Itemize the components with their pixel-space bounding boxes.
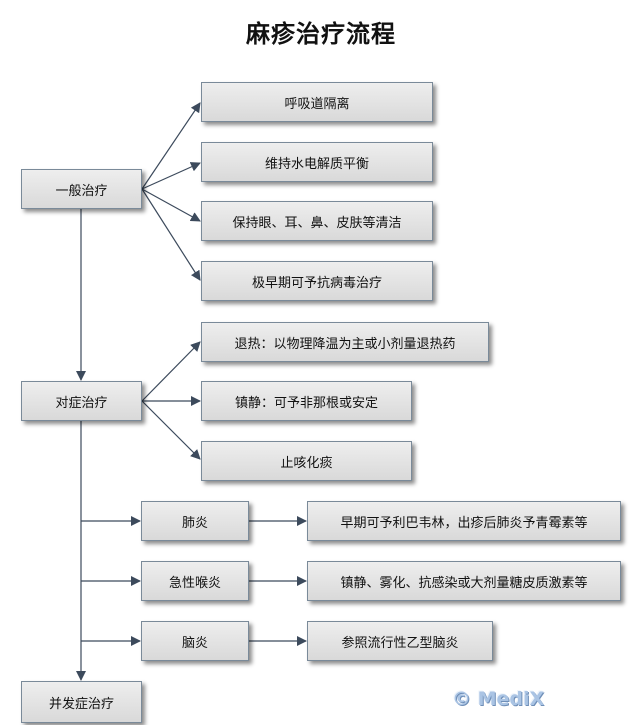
arrow-general-to-antiviral xyxy=(141,188,201,281)
node-hygiene: 保持眼、耳、鼻、皮肤等清洁 xyxy=(201,201,433,241)
arrow-symptomatic-to-antipyretic xyxy=(141,341,201,402)
node-antiviral: 极早期可予抗病毒治疗 xyxy=(201,261,433,301)
node-respiratory-isolation: 呼吸道隔离 xyxy=(201,82,433,122)
medix-watermark: © MediX xyxy=(452,688,545,710)
node-encephalitis: 脑炎 xyxy=(141,621,249,661)
node-general-treatment: 一般治疗 xyxy=(21,169,142,209)
arrow-general-to-hygiene xyxy=(141,188,201,222)
node-symptomatic-treatment: 对症治疗 xyxy=(21,381,142,421)
node-pneumonia-treatment: 早期可予利巴韦林，出疹后肺炎予青霉素等 xyxy=(307,501,621,541)
diagram-title: 麻疹治疗流程 xyxy=(246,19,396,48)
arrow-general-to-electrolyte xyxy=(141,162,201,190)
arrow-symptomatic-to-antitussive xyxy=(141,400,201,460)
node-antitussive: 止咳化痰 xyxy=(201,441,412,481)
node-acute-laryngitis: 急性喉炎 xyxy=(141,561,249,601)
node-sedation: 镇静：可予非那根或安定 xyxy=(201,381,412,421)
node-laryngitis-treatment: 镇静、雾化、抗感染或大剂量糖皮质激素等 xyxy=(307,561,621,601)
node-electrolyte-balance: 维持水电解质平衡 xyxy=(201,142,433,182)
arrow-general-to-isolation xyxy=(141,102,201,190)
node-complication-treatment: 并发症治疗 xyxy=(21,681,142,723)
node-antipyretic: 退热：以物理降温为主或小剂量退热药 xyxy=(201,322,489,362)
node-encephalitis-treatment: 参照流行性乙型脑炎 xyxy=(307,621,493,661)
node-pneumonia: 肺炎 xyxy=(141,501,249,541)
